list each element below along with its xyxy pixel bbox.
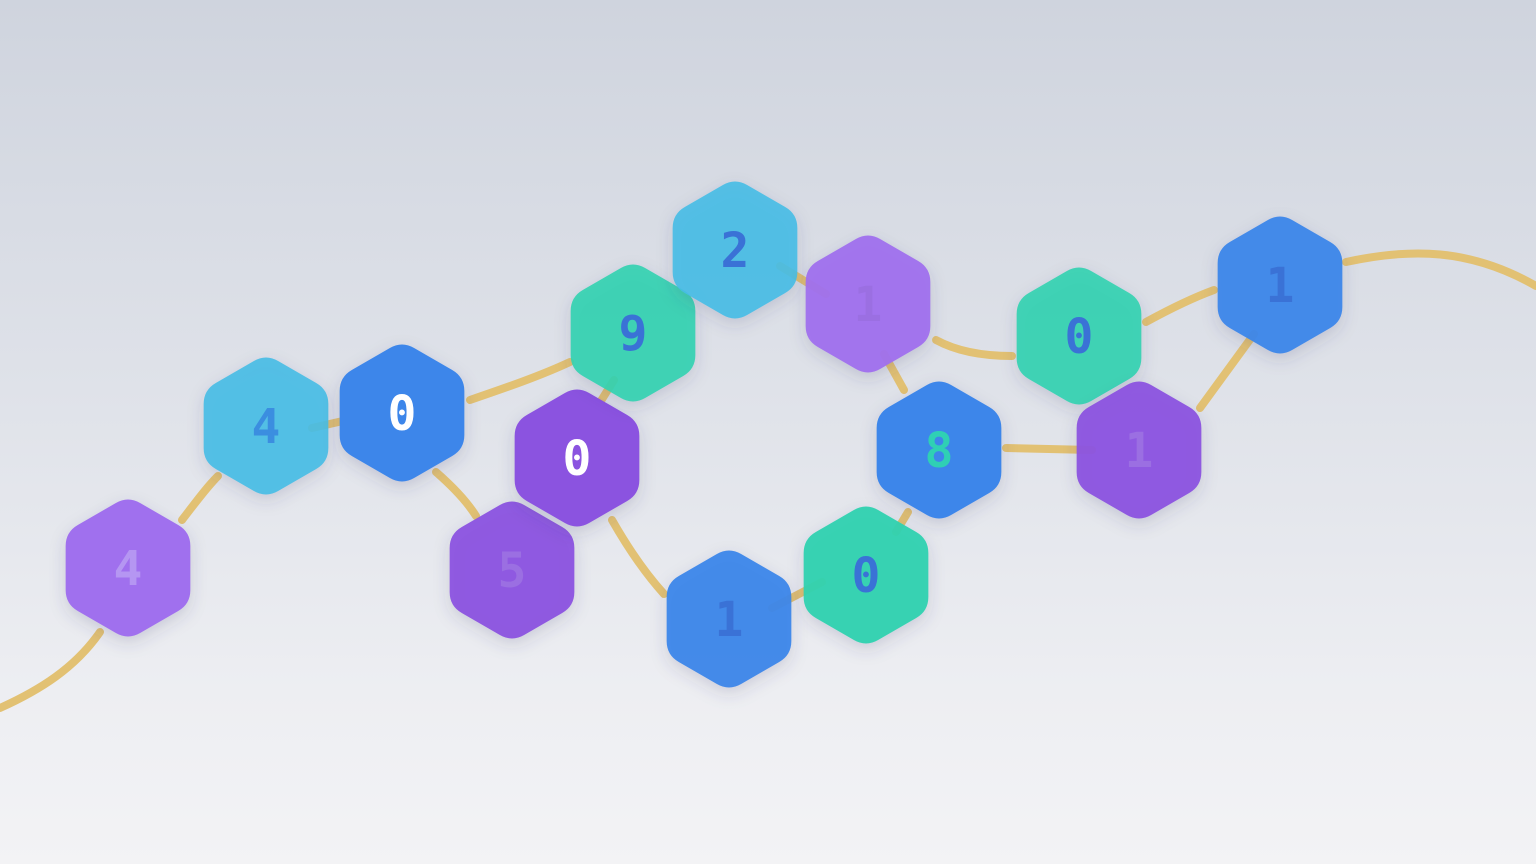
connector-0a-to-9: [466, 358, 574, 404]
hex-node-label: 4: [252, 399, 281, 455]
hex-node-n1b: 1: [666, 550, 792, 688]
connector-0b-to-1b: [608, 516, 668, 598]
hex-node-label: 1: [1266, 258, 1295, 314]
hexagon-shape: [1076, 381, 1202, 519]
hex-node-n9: 9: [570, 264, 696, 402]
hexagon-shape: [672, 181, 798, 319]
hex-node-label: 1: [715, 592, 744, 648]
hexagon-shape: [803, 506, 929, 644]
hex-node-n4a: 4: [65, 499, 191, 637]
connector-curve-left-tail: [0, 628, 104, 712]
hex-node-label: 2: [721, 223, 750, 279]
hexagon-shape: [449, 501, 575, 639]
connector-curve-right-tail: [1342, 249, 1536, 290]
hexagon-shape: [203, 357, 329, 495]
hexagon-shape: [805, 235, 931, 373]
hexagon-shape: [666, 550, 792, 688]
connector-0a-to-5: [432, 468, 480, 520]
hex-node-n1d: 1: [1217, 216, 1343, 354]
hex-node-n2: 2: [672, 181, 798, 319]
hexagon-shape: [65, 499, 191, 637]
hexagon-shape: [570, 264, 696, 402]
hex-node-n4b: 4: [203, 357, 329, 495]
hex-node-label: 1: [854, 277, 883, 333]
hex-node-n1a: 1: [805, 235, 931, 373]
hex-node-n8: 8: [876, 381, 1002, 519]
hexagon-shape: [1217, 216, 1343, 354]
hex-node-label: 9: [619, 306, 648, 362]
hexagon-shape: [514, 389, 640, 527]
hex-node-label: 1: [1125, 423, 1154, 479]
connector-1a-to-0c: [932, 336, 1016, 360]
hex-node-label: 5: [498, 543, 527, 599]
hex-node-label: 4: [114, 541, 143, 597]
hexagon-shape: [876, 381, 1002, 519]
hexagon-shape: [1016, 267, 1142, 405]
hex-node-n5: 5: [449, 501, 575, 639]
hex-node-n1c: 1: [1076, 381, 1202, 519]
connector-4a-to-4b: [178, 472, 222, 524]
connector-0c-to-1d: [1142, 286, 1218, 326]
hex-node-n0c: 0: [1016, 267, 1142, 405]
hex-node-n0d: 0: [803, 506, 929, 644]
hex-node-n0a: 0: [339, 344, 465, 482]
connector-1c-to-1d: [1196, 330, 1258, 412]
hexagon-shape: [339, 344, 465, 482]
hex-node-label: 0: [1065, 309, 1094, 365]
hex-node-n0b: 0: [514, 389, 640, 527]
hex-node-label: 0: [852, 548, 881, 604]
hex-node-label: 0: [563, 431, 592, 487]
hex-node-label: 0: [388, 386, 417, 442]
hex-node-label: 8: [925, 423, 954, 479]
